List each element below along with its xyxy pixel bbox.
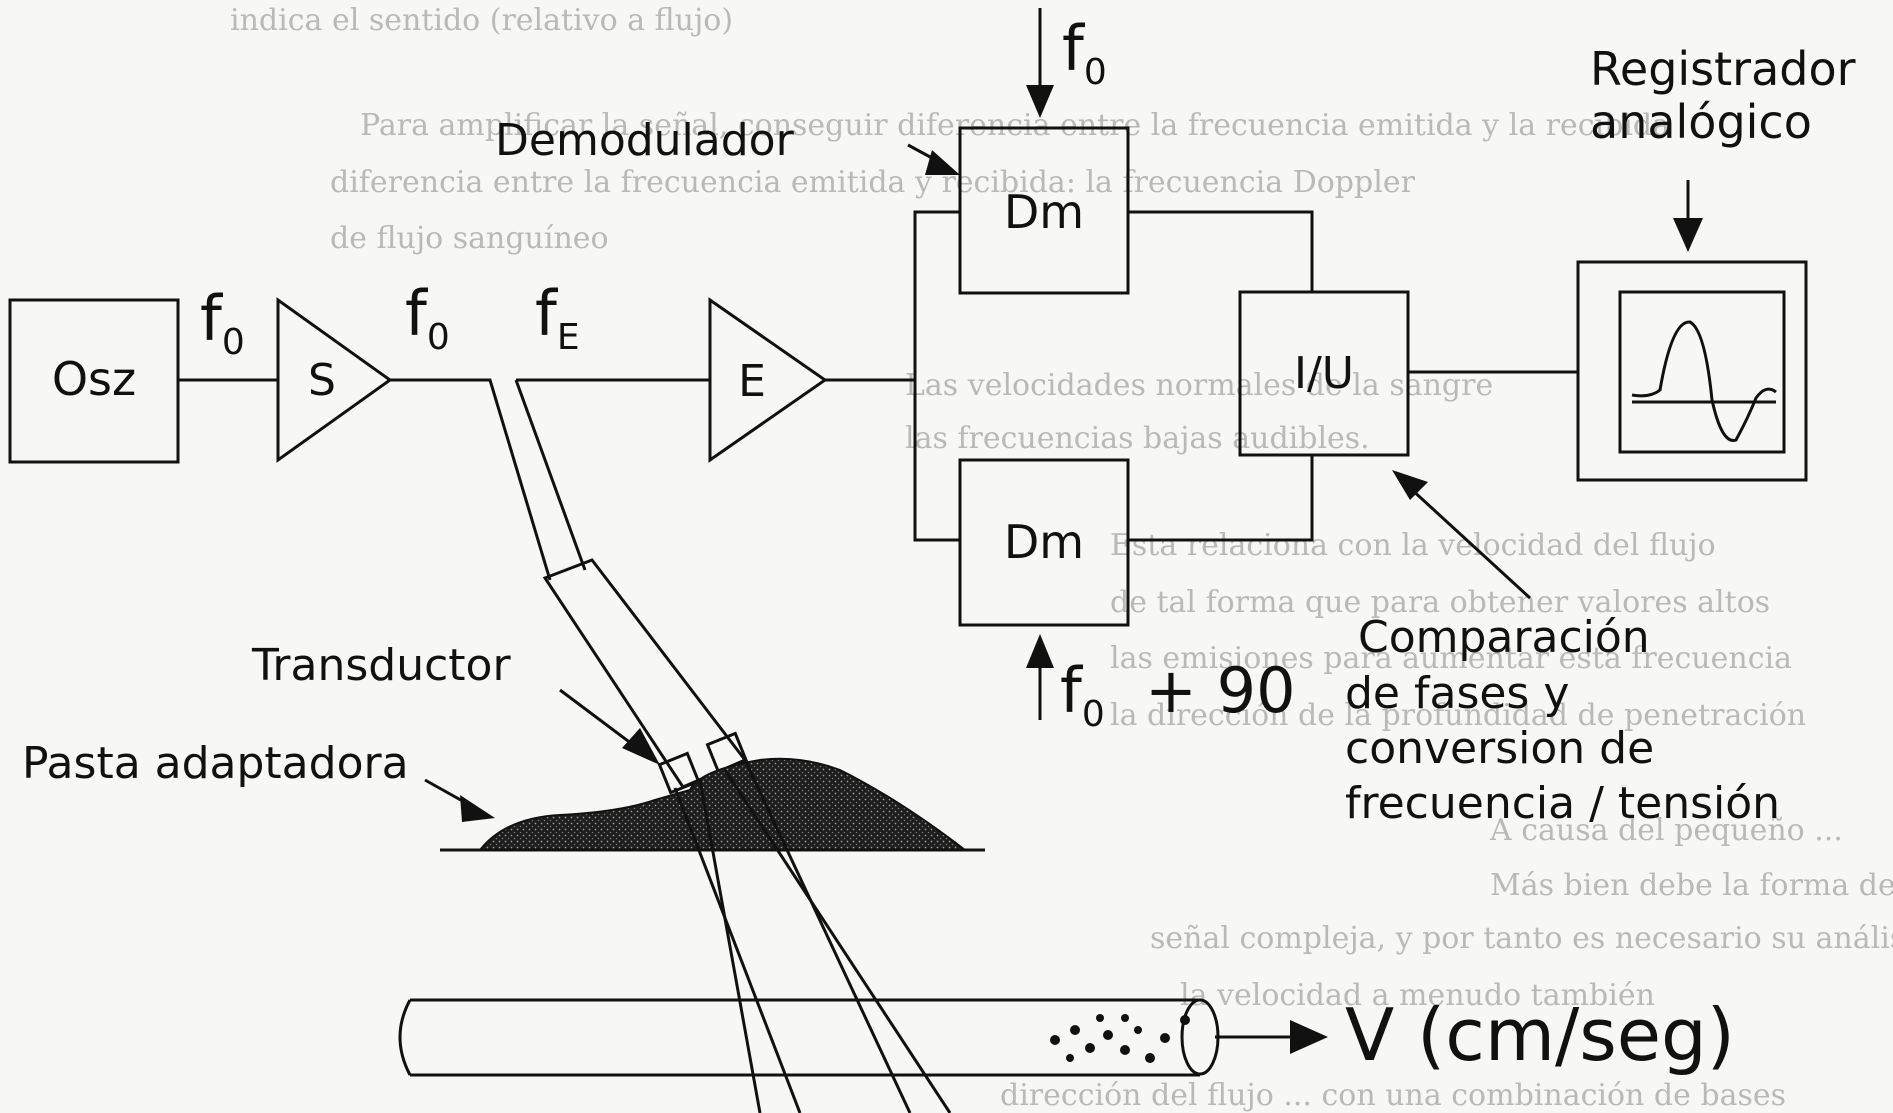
receive-amplifier-triangle [708, 297, 828, 463]
demodulator-top-label: Dm [1004, 185, 1084, 239]
bg-line-10: la dirección de la profundidad de penetr… [1110, 698, 1806, 733]
transmit-amplifier-label: S [308, 355, 336, 406]
fe-label: fE [535, 277, 580, 358]
bg-line-15: dirección del flujo ... con una combinac… [1000, 1078, 1786, 1113]
bg-line-3: diferencia entre la frecuencia emitida y… [330, 165, 1416, 200]
f0-bottom-sub: 0 [1082, 694, 1105, 735]
f0-top-arrow-head [1026, 85, 1054, 118]
f0-osc-label: f0 [200, 282, 245, 363]
split-to-dm-top [913, 210, 960, 380]
beam-1 [673, 787, 802, 1113]
bg-line-6: las frecuencias bajas audibles. [905, 421, 1370, 456]
receive-cable [514, 379, 587, 571]
comparison-label-line1: Comparación [1358, 612, 1650, 663]
bg-line-9: las emisiones para aumentar esta frecuen… [1110, 641, 1792, 676]
f0-top-base: f [1062, 12, 1086, 85]
blood-cells [1050, 1014, 1190, 1063]
demodulator-callout-label: Demodulador [495, 115, 795, 166]
bg-line-5: Las velocidades normales de la sangre [905, 368, 1493, 403]
bg-line-1: indica el sentido (relativo a flujo) [230, 3, 733, 38]
converter-label: I/U [1294, 348, 1354, 399]
recorder-arrow-head [1673, 218, 1703, 252]
bg-line-7: Esta relaciona con la velocidad del fluj… [1110, 528, 1716, 563]
bg-line-8: de tal forma que para obtener valores al… [1110, 585, 1770, 620]
transducer-crystal-1 [657, 751, 701, 795]
comparison-arrow-head [1392, 470, 1428, 500]
comparison-label-line2: de fases y [1345, 668, 1569, 719]
recorder-waveform-icon [1631, 320, 1777, 442]
beam-3 [723, 769, 952, 1113]
background-page-text: indica el sentido (relativo a flujo) Par… [230, 3, 1893, 1113]
paste-arrow-head [460, 795, 495, 822]
demodulator-callout-arrow-head [925, 150, 960, 175]
f0-bottom-arrow-head [1026, 634, 1054, 668]
paste-label: Pasta adaptadora [22, 738, 409, 789]
beam-4 [743, 759, 912, 1113]
beam-2 [698, 779, 762, 1113]
coupling-paste [477, 757, 968, 851]
velocity-label: V (cm/seg) [1345, 993, 1735, 1077]
dm-bottom-to-iu [1128, 455, 1314, 542]
bg-line-13: señal compleja, y por tanto es necesario… [1150, 921, 1893, 956]
split-to-dm-bottom [913, 380, 960, 542]
f0-top-label: f0 [1062, 12, 1107, 93]
fe-base: f [535, 277, 559, 350]
f0-bottom-label: f0 [1060, 654, 1105, 735]
transducer-arrow-head [622, 728, 660, 765]
f0-bottom-base: f [1060, 654, 1084, 727]
comparison-label-line3: conversion de [1345, 723, 1654, 774]
fe-sub: E [557, 317, 580, 358]
blood-vessel [398, 998, 1220, 1077]
f0-osc-base: f [200, 282, 224, 355]
phase-shift-label: + 90 [1145, 654, 1296, 727]
oscillator-label: Osz [52, 352, 136, 406]
bg-line-14: la velocidad a menudo también [1180, 978, 1655, 1013]
bg-line-11: A causa del pequeño ... [1489, 813, 1843, 848]
recorder-inner-box [1618, 290, 1786, 454]
f0-amp-label: f0 [405, 277, 450, 358]
f0-amp-sub: 0 [427, 317, 450, 358]
recorder-outer-box [1576, 260, 1808, 482]
transducer-arrow-shaft [559, 688, 641, 752]
f0-top-sub: 0 [1084, 52, 1107, 93]
bg-line-12: Más bien debe la forma de un ondas [1490, 868, 1893, 903]
comparison-arrow-shaft [1408, 486, 1532, 600]
flow-arrow-head [1290, 1020, 1328, 1054]
demodulator-bottom-box [958, 458, 1130, 627]
recorder-label-line1: Registrador [1590, 42, 1856, 96]
transducer-label: Transductor [251, 640, 511, 691]
transmit-amplifier-triangle [276, 297, 393, 463]
demodulator-bottom-label: Dm [1004, 515, 1084, 569]
transmit-cable [390, 378, 552, 581]
f0-osc-sub: 0 [222, 322, 245, 363]
dm-top-to-iu [1128, 210, 1314, 292]
f0-amp-base: f [405, 277, 429, 350]
receive-amplifier-label: E [738, 356, 766, 407]
bg-line-2: Para amplificar la señal, conseguir dife… [360, 108, 1670, 143]
bg-line-4: de flujo sanguíneo [330, 221, 609, 256]
comparison-label-line4: frecuencia / tensión [1345, 778, 1780, 829]
recorder-label-line2: analógico [1590, 95, 1812, 149]
